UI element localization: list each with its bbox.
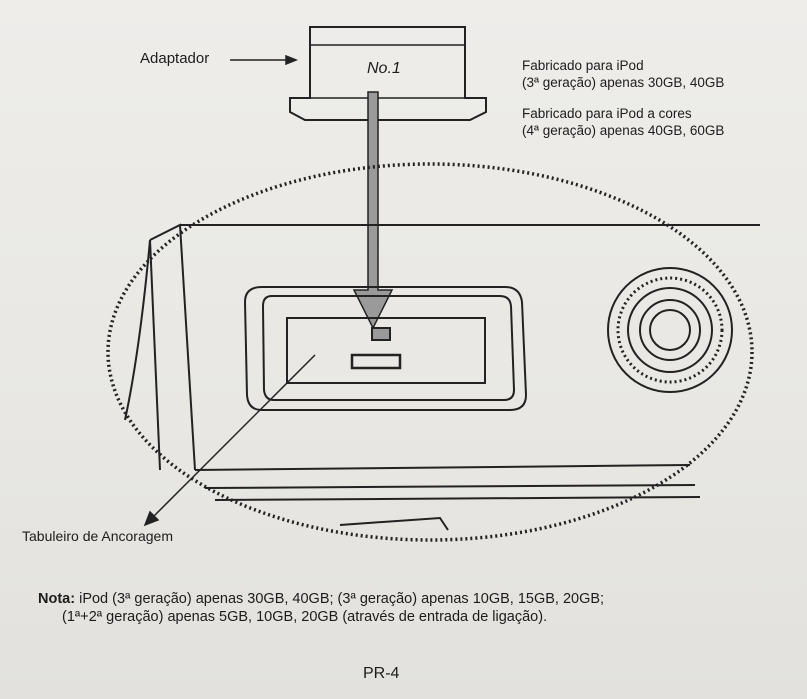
spec-detail: (3ª geração) apenas 30GB, 40GB [522,75,725,90]
dock-tray [243,286,528,411]
dock-tray-label: Tabuleiro de Ancoragem [22,528,173,544]
insert-arrow [352,91,394,330]
adapter-illustration [289,26,487,121]
spec-ipod-color-4th-gen: Fabricado para iPod a cores (4ª geração)… [522,105,724,139]
spec-detail: (4ª geração) apenas 40GB, 60GB [522,123,725,138]
note-line-1: Nota: iPod (3ª geração) apenas 30GB, 40G… [38,590,738,608]
note-text-1: iPod (3ª geração) apenas 30GB, 40GB; (3ª… [79,591,605,607]
adapter-label: Adaptador [140,50,210,67]
page-number: PR-4 [363,665,400,682]
spec-title: Fabricado para iPod [522,58,644,73]
note-text-2: (1ª+2ª geração) apenas 5GB, 10GB, 20GB (… [62,609,548,625]
speaker-knob [607,267,733,393]
adapter-model-label: No.1 [367,60,401,77]
note-prefix: Nota: [38,591,76,607]
detail-ellipse [106,162,754,542]
spec-title: Fabricado para iPod a cores [522,106,692,121]
adapter-leader-line [230,54,299,66]
dock-body [124,223,760,531]
dock-tray-leader-line [143,354,316,527]
spec-ipod-3rd-gen: Fabricado para iPod (3ª geração) apenas … [522,57,724,91]
compatibility-note: Nota: iPod (3ª geração) apenas 30GB, 40G… [38,590,738,626]
